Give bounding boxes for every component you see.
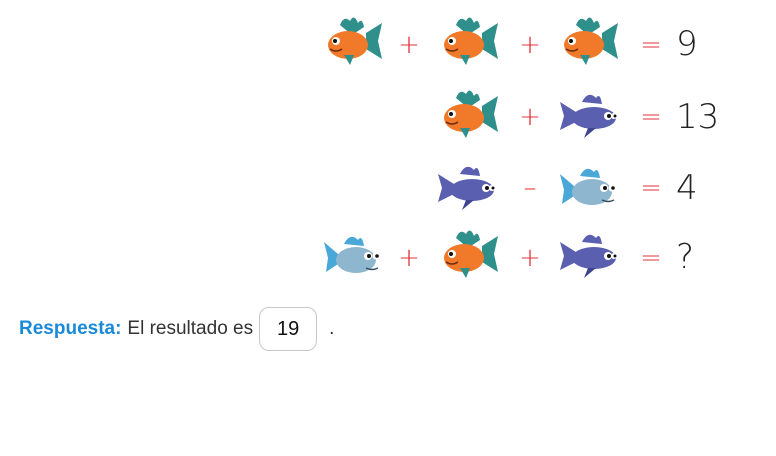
blue-fish-icon bbox=[558, 160, 620, 214]
equation-result: 13 bbox=[676, 97, 720, 137]
purple-fish-icon bbox=[558, 88, 620, 142]
answer-input[interactable]: 19 bbox=[259, 307, 318, 351]
plus-operator: + bbox=[398, 30, 420, 60]
orange-fish-icon bbox=[322, 15, 384, 69]
plus-operator: + bbox=[398, 243, 420, 273]
purple-fish-icon bbox=[436, 160, 498, 214]
answer-line: Respuesta: El resultado es 19 . bbox=[19, 306, 334, 352]
equation-row-2: + = 13 bbox=[0, 88, 776, 148]
orange-fish-icon bbox=[438, 15, 500, 69]
equals-sign: = bbox=[640, 173, 662, 203]
answer-text: El resultado es bbox=[127, 318, 254, 339]
orange-fish-icon bbox=[438, 88, 500, 142]
purple-fish-icon bbox=[558, 228, 620, 282]
plus-operator: + bbox=[519, 102, 541, 132]
equation-result: 4 bbox=[676, 168, 698, 208]
answer-suffix: . bbox=[329, 318, 335, 339]
equals-sign: = bbox=[640, 243, 662, 273]
minus-operator: – bbox=[523, 173, 537, 203]
equation-row-3: – = 4 bbox=[0, 160, 776, 220]
equation-result: ? bbox=[676, 237, 695, 277]
equation-row-4: + + = ? bbox=[0, 228, 776, 288]
plus-operator: + bbox=[519, 243, 541, 273]
plus-operator: + bbox=[519, 30, 541, 60]
blue-fish-icon bbox=[322, 228, 384, 282]
orange-fish-icon bbox=[438, 228, 500, 282]
equation-result: 9 bbox=[676, 24, 698, 64]
orange-fish-icon bbox=[558, 15, 620, 69]
equation-row-1: + + = 9 bbox=[0, 15, 776, 75]
answer-label: Respuesta: bbox=[19, 318, 122, 339]
equals-sign: = bbox=[640, 30, 662, 60]
equals-sign: = bbox=[640, 102, 662, 132]
